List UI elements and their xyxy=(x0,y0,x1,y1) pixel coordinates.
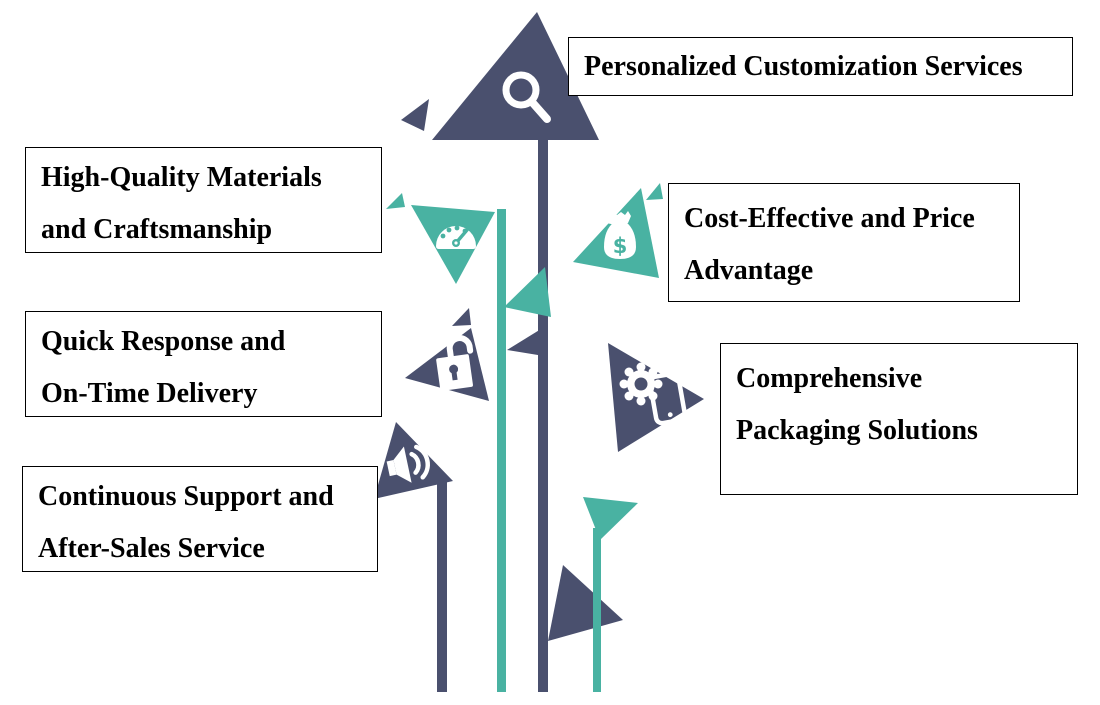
label-line: Packaging Solutions xyxy=(736,415,978,446)
label-line: After-Sales Service xyxy=(38,533,265,564)
stem-support xyxy=(437,477,447,692)
gear-smartphone-icon xyxy=(619,362,688,426)
arrowhead-stem-dark xyxy=(507,329,544,356)
arrowhead-top-left xyxy=(401,99,429,131)
speedometer-icon xyxy=(436,225,476,249)
label-line: Continuous Support and xyxy=(38,481,334,512)
label-line: Cost-Effective and Price xyxy=(684,203,975,234)
speaker-icon xyxy=(386,444,430,483)
arrow-cost: $ xyxy=(573,188,659,278)
search-icon xyxy=(502,71,551,123)
stem-main xyxy=(538,132,548,692)
arrowhead-quality-small xyxy=(386,193,405,209)
arrowhead-stem-teal xyxy=(504,267,551,317)
label-line: Advantage xyxy=(684,255,814,286)
arrowhead-quick-small xyxy=(452,308,471,326)
svg-text:$: $ xyxy=(613,234,628,258)
triangle-funnel-teal xyxy=(583,497,638,540)
label-line: High-Quality Materials xyxy=(41,162,322,193)
label-box-personalized: Personalized Customization Services xyxy=(568,37,1073,96)
label-line: Quick Response and xyxy=(41,326,286,357)
arrow-personalized xyxy=(432,12,599,140)
arrow-quality xyxy=(411,205,495,284)
triangle-continuous xyxy=(374,422,453,499)
arrow-quick xyxy=(405,328,489,401)
stem-quality-teal xyxy=(497,209,506,692)
stem-funnel-teal xyxy=(593,528,601,692)
label-box-comprehensive: Comprehensive Packaging Solutions xyxy=(720,343,1078,495)
label-box-quick: Quick Response and On-Time Delivery xyxy=(25,311,382,417)
label-box-quality: High-Quality Materials and Craftsmanship xyxy=(25,147,382,253)
label-box-cost: Cost-Effective and Price Advantage xyxy=(668,183,1020,302)
label-line: and Craftsmanship xyxy=(41,214,273,245)
arrow-continuous xyxy=(374,422,453,499)
triangle-bottom-dark xyxy=(548,565,623,641)
label-line: Personalized Customization Services xyxy=(584,50,1023,82)
label-line: On-Time Delivery xyxy=(41,378,258,409)
label-line: Comprehensive xyxy=(736,363,923,394)
label-box-continuous: Continuous Support and After-Sales Servi… xyxy=(22,466,378,572)
arrow-comprehensive xyxy=(608,343,704,452)
arrowhead-cost-small xyxy=(646,183,663,200)
money-bag-icon: $ xyxy=(604,211,636,259)
open-padlock-icon xyxy=(436,335,474,391)
